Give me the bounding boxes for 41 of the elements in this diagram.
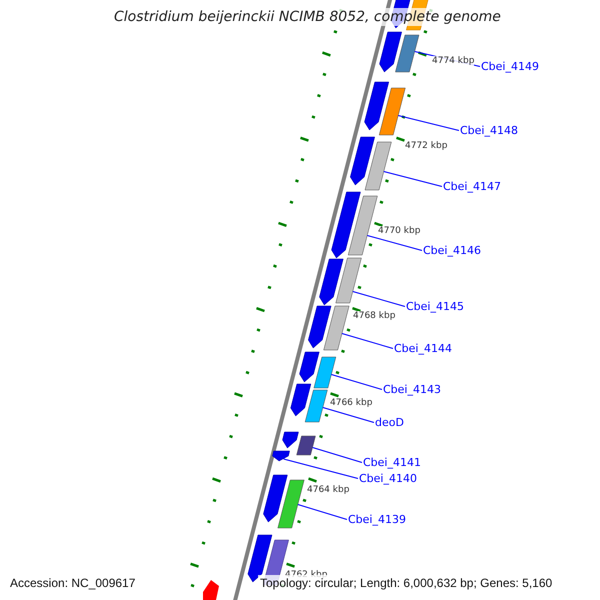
gene-feature-bar	[304, 390, 328, 422]
gene-feature-bar	[364, 142, 392, 190]
gene-label: Cbei_4141	[363, 456, 421, 469]
title: Clostridium beijerinckii NCIMB 8052, complete genome	[112, 8, 503, 26]
gene-label: Cbei_4145	[406, 300, 464, 313]
gene-label: Cbei_4139	[348, 513, 406, 526]
leader-line	[366, 235, 422, 251]
scale-label: 4772 kbp	[405, 141, 448, 151]
gene-feature-bar	[348, 196, 378, 256]
scale-label: 4774 kbp	[432, 56, 474, 66]
genome-summary-text: Topology: circular; Length: 6,000,632 bp; Genes: 5,160	[258, 575, 554, 591]
leader-line	[330, 374, 382, 390]
gene-feature-bar	[278, 480, 304, 528]
gene-label: Cbei_4144	[394, 342, 452, 355]
gene-label: Cbei_4148	[460, 124, 518, 137]
gene-label: Cbei_4140	[359, 472, 417, 485]
gene-feature-bar	[336, 258, 362, 304]
accession-text: Accession: NC_009617	[8, 575, 138, 591]
gene-label: Cbei_4149	[481, 60, 539, 73]
leader-line	[398, 115, 460, 131]
leader-line	[341, 333, 394, 349]
scale-label: 4766 kbp	[330, 398, 372, 408]
gene-feature-bar	[296, 436, 316, 456]
gene-label: Cbei_4143	[383, 383, 441, 396]
gene-label: Cbei_4146	[423, 244, 481, 257]
scale-label: 4768 kbp	[353, 311, 396, 321]
leader-line	[383, 171, 442, 187]
gene-feature-bar	[378, 88, 406, 136]
leader-line	[352, 291, 406, 307]
gene-label: Cbei_4147	[443, 180, 501, 193]
gene-feature-bar	[395, 34, 420, 72]
leader-line	[322, 407, 374, 423]
gene-feature-bar	[323, 306, 350, 350]
gene-block	[272, 450, 290, 462]
scale-label: 4764 kbp	[307, 485, 350, 495]
scale-label: 4770 kbp	[378, 226, 420, 236]
leader-line	[297, 504, 348, 520]
leader-line	[283, 458, 358, 479]
leader-line	[312, 447, 362, 463]
gene-label: deoD	[375, 416, 404, 429]
gene-feature-bar	[314, 356, 336, 388]
